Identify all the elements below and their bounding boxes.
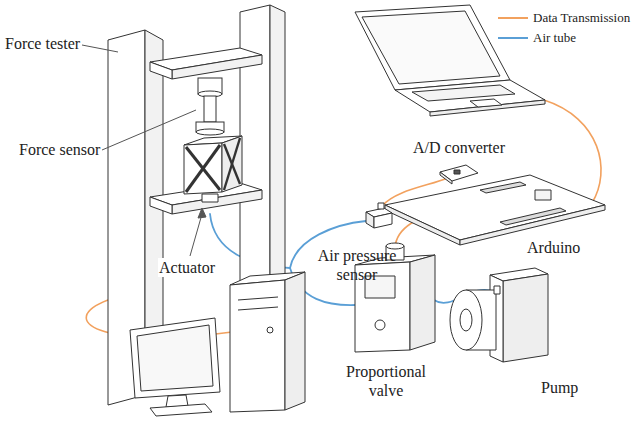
part-label: Pump [540, 378, 579, 397]
pump [450, 268, 548, 362]
ad-converter [440, 165, 478, 184]
legend-entry: Air tube [496, 30, 576, 46]
legend-line [498, 37, 528, 39]
part-label: Arduino [526, 238, 581, 257]
laptop [355, 5, 545, 116]
computer [130, 272, 305, 416]
part-label: Air pressure sensor [310, 246, 404, 284]
part-label: Proportional valve [338, 362, 434, 400]
legend-line-sample [496, 30, 530, 46]
actuator-cube [184, 136, 242, 202]
legend-text: Data Transmission [533, 10, 630, 26]
part-label: Force sensor [18, 140, 101, 159]
legend-entry: Data Transmission [496, 10, 630, 26]
legend-line-sample [496, 10, 530, 26]
part-label: Actuator [158, 258, 216, 277]
air-pressure-sensor [366, 203, 392, 228]
legend-text: Air tube [533, 30, 576, 46]
part-label: A/D converter [412, 138, 506, 157]
arduino-board [385, 175, 605, 245]
legend-line [498, 17, 528, 19]
part-label: Force tester [4, 34, 81, 53]
force-sensor [196, 78, 224, 135]
